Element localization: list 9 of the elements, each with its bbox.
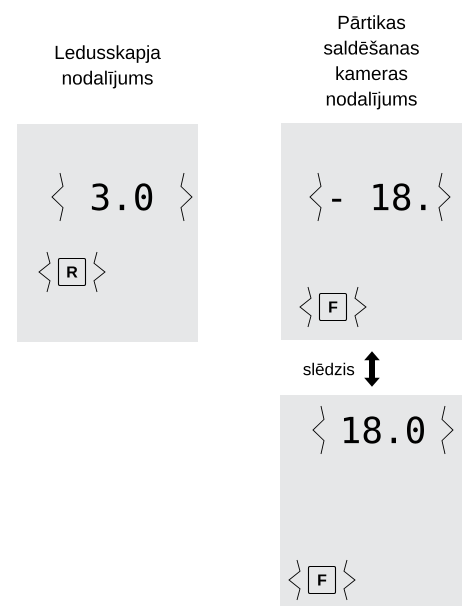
mode-indicator: R: [58, 258, 86, 286]
panel-heading: Ledusskapja nodalījums: [56, 45, 161, 88]
temperature-display: 3.0: [92, 183, 152, 211]
temperature-display: 18.0: [344, 416, 424, 444]
panel-heading: Pārtikas saldēšanas kameras nodalījums: [324, 15, 419, 110]
temperature-display: - 18.: [332, 183, 426, 211]
edge-label: slēdzis: [303, 362, 354, 376]
mode-indicator: F: [318, 292, 348, 322]
mode-indicator: F: [308, 566, 336, 594]
